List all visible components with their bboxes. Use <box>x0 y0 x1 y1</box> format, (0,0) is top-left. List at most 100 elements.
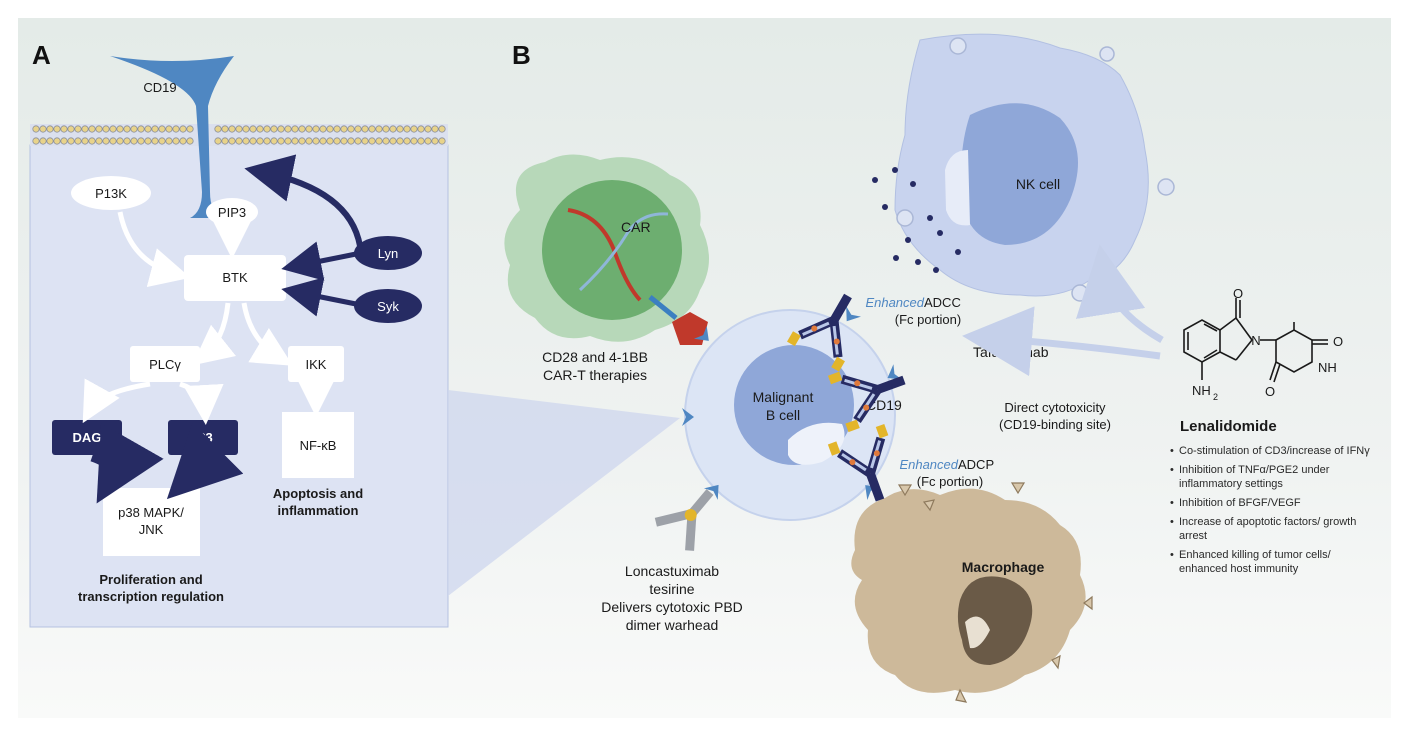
lipid-head <box>326 137 334 145</box>
lipid-head <box>396 125 404 133</box>
lyn-label: Lyn <box>378 246 398 261</box>
mapk-label-line2: JNK <box>139 522 164 537</box>
lipid-head <box>305 137 313 145</box>
syk-label: Syk <box>377 299 399 314</box>
lipid-head <box>81 125 89 133</box>
syk-node <box>354 289 422 323</box>
lipid-head <box>291 125 299 133</box>
lipid-head <box>88 125 96 133</box>
lipid-head <box>417 137 425 145</box>
lipid-head <box>270 125 278 133</box>
lyn-node <box>354 236 422 270</box>
lipid-head <box>340 125 348 133</box>
btk-label: BTK <box>222 270 248 285</box>
lipid-head <box>424 125 432 133</box>
lipid-head <box>319 125 327 133</box>
pi3k-label: P13K <box>95 186 127 201</box>
cd19-receptor-shape <box>110 56 234 218</box>
lipid-head <box>354 137 362 145</box>
lipid-head <box>389 125 397 133</box>
lipid-head <box>438 125 446 133</box>
lenalidomide-effects-list: Co-stimulation of CD3/increase of IFNγ I… <box>1170 444 1378 581</box>
lipid-head <box>46 125 54 133</box>
malignant-label-line1: Malignant <box>753 389 814 405</box>
lipid-head <box>158 137 166 145</box>
loncastuximab-adc <box>654 489 714 551</box>
lipid-head <box>256 125 264 133</box>
arrow-pi3k-btk <box>117 211 191 288</box>
lipid-head <box>130 125 138 133</box>
lipid-head <box>431 137 439 145</box>
lipid-head <box>221 125 229 133</box>
lipid-head <box>214 125 222 133</box>
lipid-head <box>39 137 47 145</box>
lonca-label-line4: dimer warhead <box>626 617 719 633</box>
lipid-head <box>424 137 432 145</box>
lipid-head <box>263 125 271 133</box>
lipid-head <box>144 125 152 133</box>
lipid-head <box>235 137 243 145</box>
lipid-head <box>172 137 180 145</box>
white-arrows <box>82 211 336 425</box>
lipid-head <box>340 137 348 145</box>
lenalidomide-effect: Inhibition of TNFα/PGE2 under inflammato… <box>1170 463 1378 491</box>
lipid-head <box>46 137 54 145</box>
pi3k-node <box>71 176 151 210</box>
mapk-label-line1: p38 MAPK/ <box>118 505 184 520</box>
atom-o3: O <box>1265 384 1275 399</box>
adcp-sub: (Fc portion) <box>917 474 983 489</box>
macrophage-label: Macrophage <box>962 559 1045 575</box>
lipid-head <box>130 137 138 145</box>
ikk-label: IKK <box>306 357 327 372</box>
lipid-head <box>123 137 131 145</box>
apoptosis-label-line1: Apoptosis and <box>273 486 363 501</box>
apoptosis-label-line2: inflammation <box>278 503 359 518</box>
lipid-head <box>389 137 397 145</box>
lipid-head <box>284 125 292 133</box>
lipid-head <box>347 137 355 145</box>
adcc-enhanced: Enhanced <box>865 295 924 310</box>
lipid-head <box>305 125 313 133</box>
lipid-head <box>438 137 446 145</box>
lipid-head <box>361 137 369 145</box>
adcp-enhanced: Enhanced <box>899 457 958 472</box>
car-binder <box>672 312 708 345</box>
lipid-head <box>382 125 390 133</box>
lonca-label-line1: Loncastuximab <box>625 563 719 579</box>
proliferation-label-line1: Proliferation and <box>99 572 202 587</box>
proliferation-label-line2: transcription regulation <box>78 589 224 604</box>
atom-o1: O <box>1233 286 1243 301</box>
lipid-head <box>277 137 285 145</box>
lipid-head <box>186 137 194 145</box>
lipid-head <box>410 125 418 133</box>
lipid-head <box>235 125 243 133</box>
lipid-head <box>179 137 187 145</box>
lipid-head <box>74 125 82 133</box>
lipid-head <box>144 137 152 145</box>
lipid-head <box>312 137 320 145</box>
lipid-head <box>277 125 285 133</box>
lipid-head <box>431 125 439 133</box>
lipid-head <box>214 137 222 145</box>
lipid-head <box>95 137 103 145</box>
arrow-lyn-btk <box>281 241 357 281</box>
adcc-label: ADCC <box>924 295 961 310</box>
lenalidomide-effect: Inhibition of BFGF/VEGF <box>1170 496 1378 510</box>
tafasitamab-label: Tafasitamab <box>973 344 1049 360</box>
car-dna-strand-blue <box>578 212 669 292</box>
lipid-head <box>123 125 131 133</box>
lipid-head <box>67 125 75 133</box>
lipid-head <box>249 137 257 145</box>
lipid-head <box>109 125 117 133</box>
lipid-head <box>382 137 390 145</box>
adcc-sub: (Fc portion) <box>895 312 961 327</box>
lipid-head <box>60 137 68 145</box>
arrow-ip3-mapk <box>166 422 244 500</box>
lipid-head <box>116 125 124 133</box>
lipid-head <box>109 137 117 145</box>
atom-n: N <box>1251 333 1260 348</box>
lipid-head <box>333 137 341 145</box>
lipid-head <box>88 137 96 145</box>
